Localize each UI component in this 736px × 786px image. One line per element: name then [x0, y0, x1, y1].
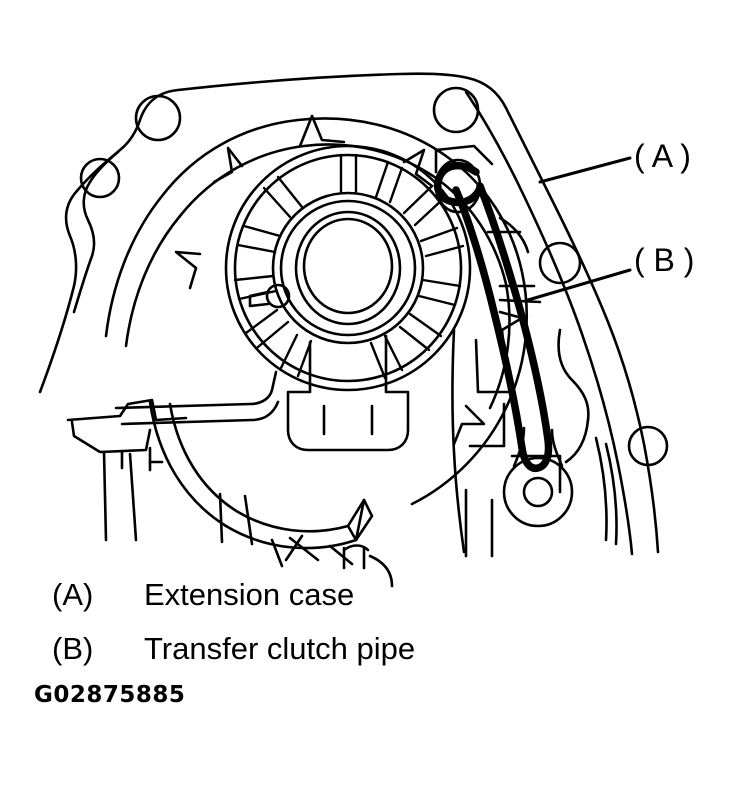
housing-tab-left	[174, 250, 202, 290]
bolt-hole-left	[79, 157, 121, 199]
bolt-hole-right-lower	[627, 425, 669, 467]
lower-left-flange	[66, 398, 188, 422]
rib	[419, 226, 465, 258]
extension-case-outline	[38, 72, 660, 554]
pipe-hook-end	[433, 161, 484, 207]
rib-hatch-3	[284, 534, 304, 562]
lower-left-flange-step2	[120, 446, 152, 472]
bolt-hole-top-right	[432, 86, 480, 134]
transfer-clutch-pipe	[433, 161, 553, 473]
right-housing-rib	[594, 436, 608, 542]
rib	[417, 278, 462, 307]
shaft-line-4	[243, 494, 254, 546]
center-bearing-bore-inner	[302, 217, 394, 315]
legend-text-b: Transfer clutch pipe	[144, 631, 416, 666]
legend-key-a: (A)	[52, 577, 94, 612]
right-housing-rib-2	[604, 442, 618, 546]
left-tab-arm	[114, 370, 278, 410]
pipe-run-up	[452, 186, 526, 452]
rib	[398, 312, 443, 352]
leader-line-a	[538, 156, 632, 184]
shaft-line-3	[218, 492, 224, 544]
bottom-bracket-arc	[368, 554, 394, 588]
rib	[339, 153, 358, 195]
left-tab-arm-lower	[120, 400, 280, 426]
lower-pad-inner	[322, 404, 374, 436]
housing-tab-upper-right	[402, 148, 434, 188]
rib	[262, 175, 304, 219]
pipe-socket-bracket	[434, 144, 494, 174]
case-left-flange-outline	[72, 150, 120, 314]
case-geometry	[38, 72, 669, 588]
right-housing-wall	[451, 328, 466, 554]
right-housing-wall-2	[474, 338, 514, 394]
curved-lower-rib-inner	[168, 402, 350, 533]
shaft-line-2	[128, 452, 138, 542]
callout-label-b: ( B )	[634, 242, 695, 278]
bell-housing-outer-arc	[104, 117, 529, 506]
legend-text-a: Extension case	[144, 577, 355, 612]
legend-row-a: (A) Extension case	[52, 568, 612, 622]
figure-id-code: G02875885	[34, 682, 186, 708]
rib	[244, 308, 290, 349]
lower-pad	[286, 334, 410, 452]
rib-hatch-2	[288, 536, 320, 562]
rib	[236, 224, 282, 254]
pipe-run-down	[476, 182, 553, 473]
curved-lower-rib-outer	[148, 400, 358, 550]
leader-lines	[526, 156, 632, 302]
rib-hatch-4	[328, 544, 354, 566]
left-tab-boss	[265, 283, 291, 309]
bolt-hole-top-left	[134, 94, 182, 142]
right-housing-notch-2	[564, 418, 590, 464]
center-bearing-bore	[294, 210, 402, 326]
lower-left-flange-step	[70, 420, 152, 454]
bolt-hole-right-upper	[538, 241, 582, 285]
housing-tab-lower-right	[452, 404, 486, 446]
rib	[402, 184, 445, 227]
right-housing-notch	[557, 328, 590, 422]
shaft-line-1	[102, 450, 108, 542]
right-housing-pocket	[468, 402, 506, 448]
leader-line-b	[526, 268, 632, 302]
ring-mid	[271, 191, 425, 345]
case-inner-edge-right	[464, 90, 634, 556]
ring-outer	[224, 144, 472, 392]
rib	[374, 160, 404, 204]
radial-ribs	[233, 153, 465, 380]
ring-outer-inner	[233, 153, 463, 383]
rib-hatch-1	[270, 538, 284, 568]
pipe-mount-boss-hole	[522, 476, 554, 508]
bottom-bracket	[342, 544, 370, 570]
housing-tab-top	[298, 114, 346, 148]
housing-tab-upper-left	[212, 146, 244, 184]
legend-row-b: (B) Transfer clutch pipe	[52, 622, 612, 676]
callout-label-a: ( A )	[634, 138, 691, 174]
ring-mid-inner	[279, 199, 417, 337]
rib	[369, 334, 404, 380]
legend: (A) Extension case (B) Transfer clutch p…	[52, 568, 612, 676]
left-tab-boss-stem	[248, 290, 270, 308]
pipe-mount-boss-outer	[502, 456, 574, 528]
curved-rib-bevel-edge	[354, 498, 366, 542]
legend-key-b: (B)	[52, 631, 94, 666]
right-housing-edge-low	[464, 488, 494, 558]
